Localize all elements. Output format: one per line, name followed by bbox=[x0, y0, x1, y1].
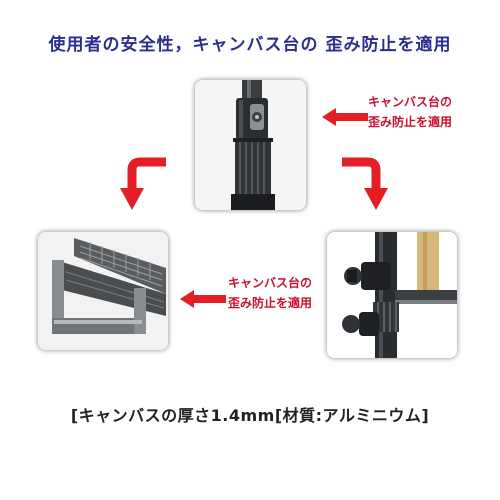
leg-joint-image bbox=[327, 232, 457, 358]
callout-middle: キャンバス台の 歪み防止を適用 bbox=[228, 273, 312, 313]
channel-tray-image bbox=[38, 232, 168, 350]
material-spec: [キャンバスの厚さ1.4mm[材質:アルミニウム] bbox=[70, 406, 430, 425]
arrow-left-icon bbox=[322, 108, 368, 126]
page-title: 使用者の安全性，キャンバス台の 歪み防止を適用 bbox=[48, 35, 452, 55]
callout-top-line2: 歪み防止を適用 bbox=[368, 115, 453, 129]
curved-arrow-down-left-icon bbox=[120, 157, 166, 210]
callout-middle-line2: 歪み防止を適用 bbox=[228, 296, 313, 310]
callout-middle-line1: キャンバス台の bbox=[228, 276, 313, 290]
callout-top: キャンバス台の 歪み防止を適用 bbox=[368, 92, 452, 132]
curved-arrow-down-right-icon bbox=[342, 157, 388, 210]
arrow-left-icon bbox=[180, 290, 226, 308]
photo-channel-tray bbox=[38, 232, 168, 350]
photo-leg-joint bbox=[327, 232, 457, 358]
leg-knob-image bbox=[195, 80, 306, 210]
callout-top-line1: キャンバス台の bbox=[368, 95, 453, 109]
photo-leg-knob bbox=[195, 80, 306, 210]
